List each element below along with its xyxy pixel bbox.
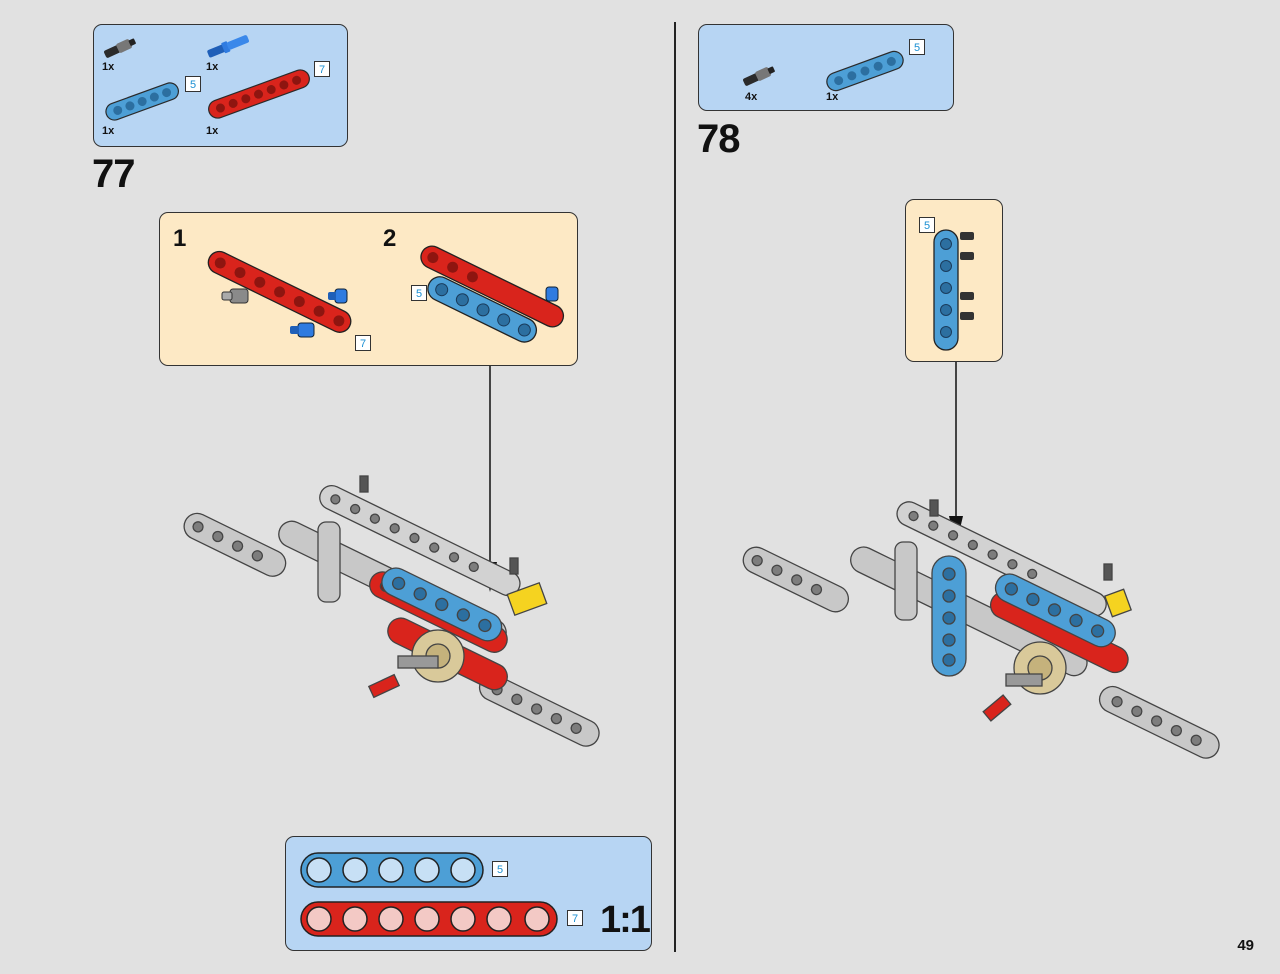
substep1-length-label: 7 [355, 335, 371, 351]
blue-beam-5-icon [105, 82, 179, 121]
part-qty: 1x [206, 61, 219, 73]
scale-label: 1:1 [600, 899, 651, 941]
scale-ruler-callout: 5 7 1:1 [285, 836, 652, 951]
part-length-label: 7 [314, 61, 330, 77]
red-beam-7-icon [208, 69, 310, 119]
substep-number-1: 1 [173, 225, 187, 252]
part-qty: 1x [102, 125, 115, 137]
callout-length-label: 5 [919, 217, 935, 233]
blue-pin-icon [328, 288, 348, 304]
blue-beam-with-pins [933, 229, 974, 351]
black-axle-pin-icon [741, 64, 777, 88]
step78-subassembly-callout: 5 [905, 199, 1003, 362]
step77-model-illustration [183, 475, 600, 747]
page-number: 49 [1237, 937, 1254, 954]
part-qty: 1x [826, 91, 839, 103]
part-length-label: 5 [185, 76, 201, 92]
part-qty: 4x [745, 91, 758, 103]
gray-pin-icon [221, 288, 249, 304]
substep2-length-label: 5 [411, 285, 427, 301]
step78-parts-callout: 4x 5 1x [698, 24, 954, 111]
ruler-length-label: 5 [492, 861, 508, 877]
blue-axle-pin-icon [206, 33, 251, 60]
part-length-label: 5 [909, 39, 925, 55]
blue-beam-5-icon [826, 50, 904, 92]
substep-number-2: 2 [383, 225, 397, 252]
ruler-length-label: 7 [567, 910, 583, 926]
part-qty: 1x [102, 61, 115, 73]
black-axle-pin-icon [102, 36, 138, 60]
blue-beam-5-ruler [300, 852, 484, 888]
substep2-red-blue-beams [420, 245, 565, 343]
step77-parts-callout: 1x 1x 5 1x 7 1x [93, 24, 348, 147]
page-divider [674, 22, 676, 952]
step-number-78: 78 [697, 117, 740, 161]
substep1-red-beam-with-pins [207, 250, 352, 338]
step77-subassembly-callout: 1 2 7 5 [159, 212, 578, 366]
step78-model-illustration [742, 499, 1220, 759]
part-qty: 1x [206, 125, 219, 137]
step-number-77: 77 [92, 152, 135, 196]
red-beam-7-ruler [300, 901, 558, 937]
